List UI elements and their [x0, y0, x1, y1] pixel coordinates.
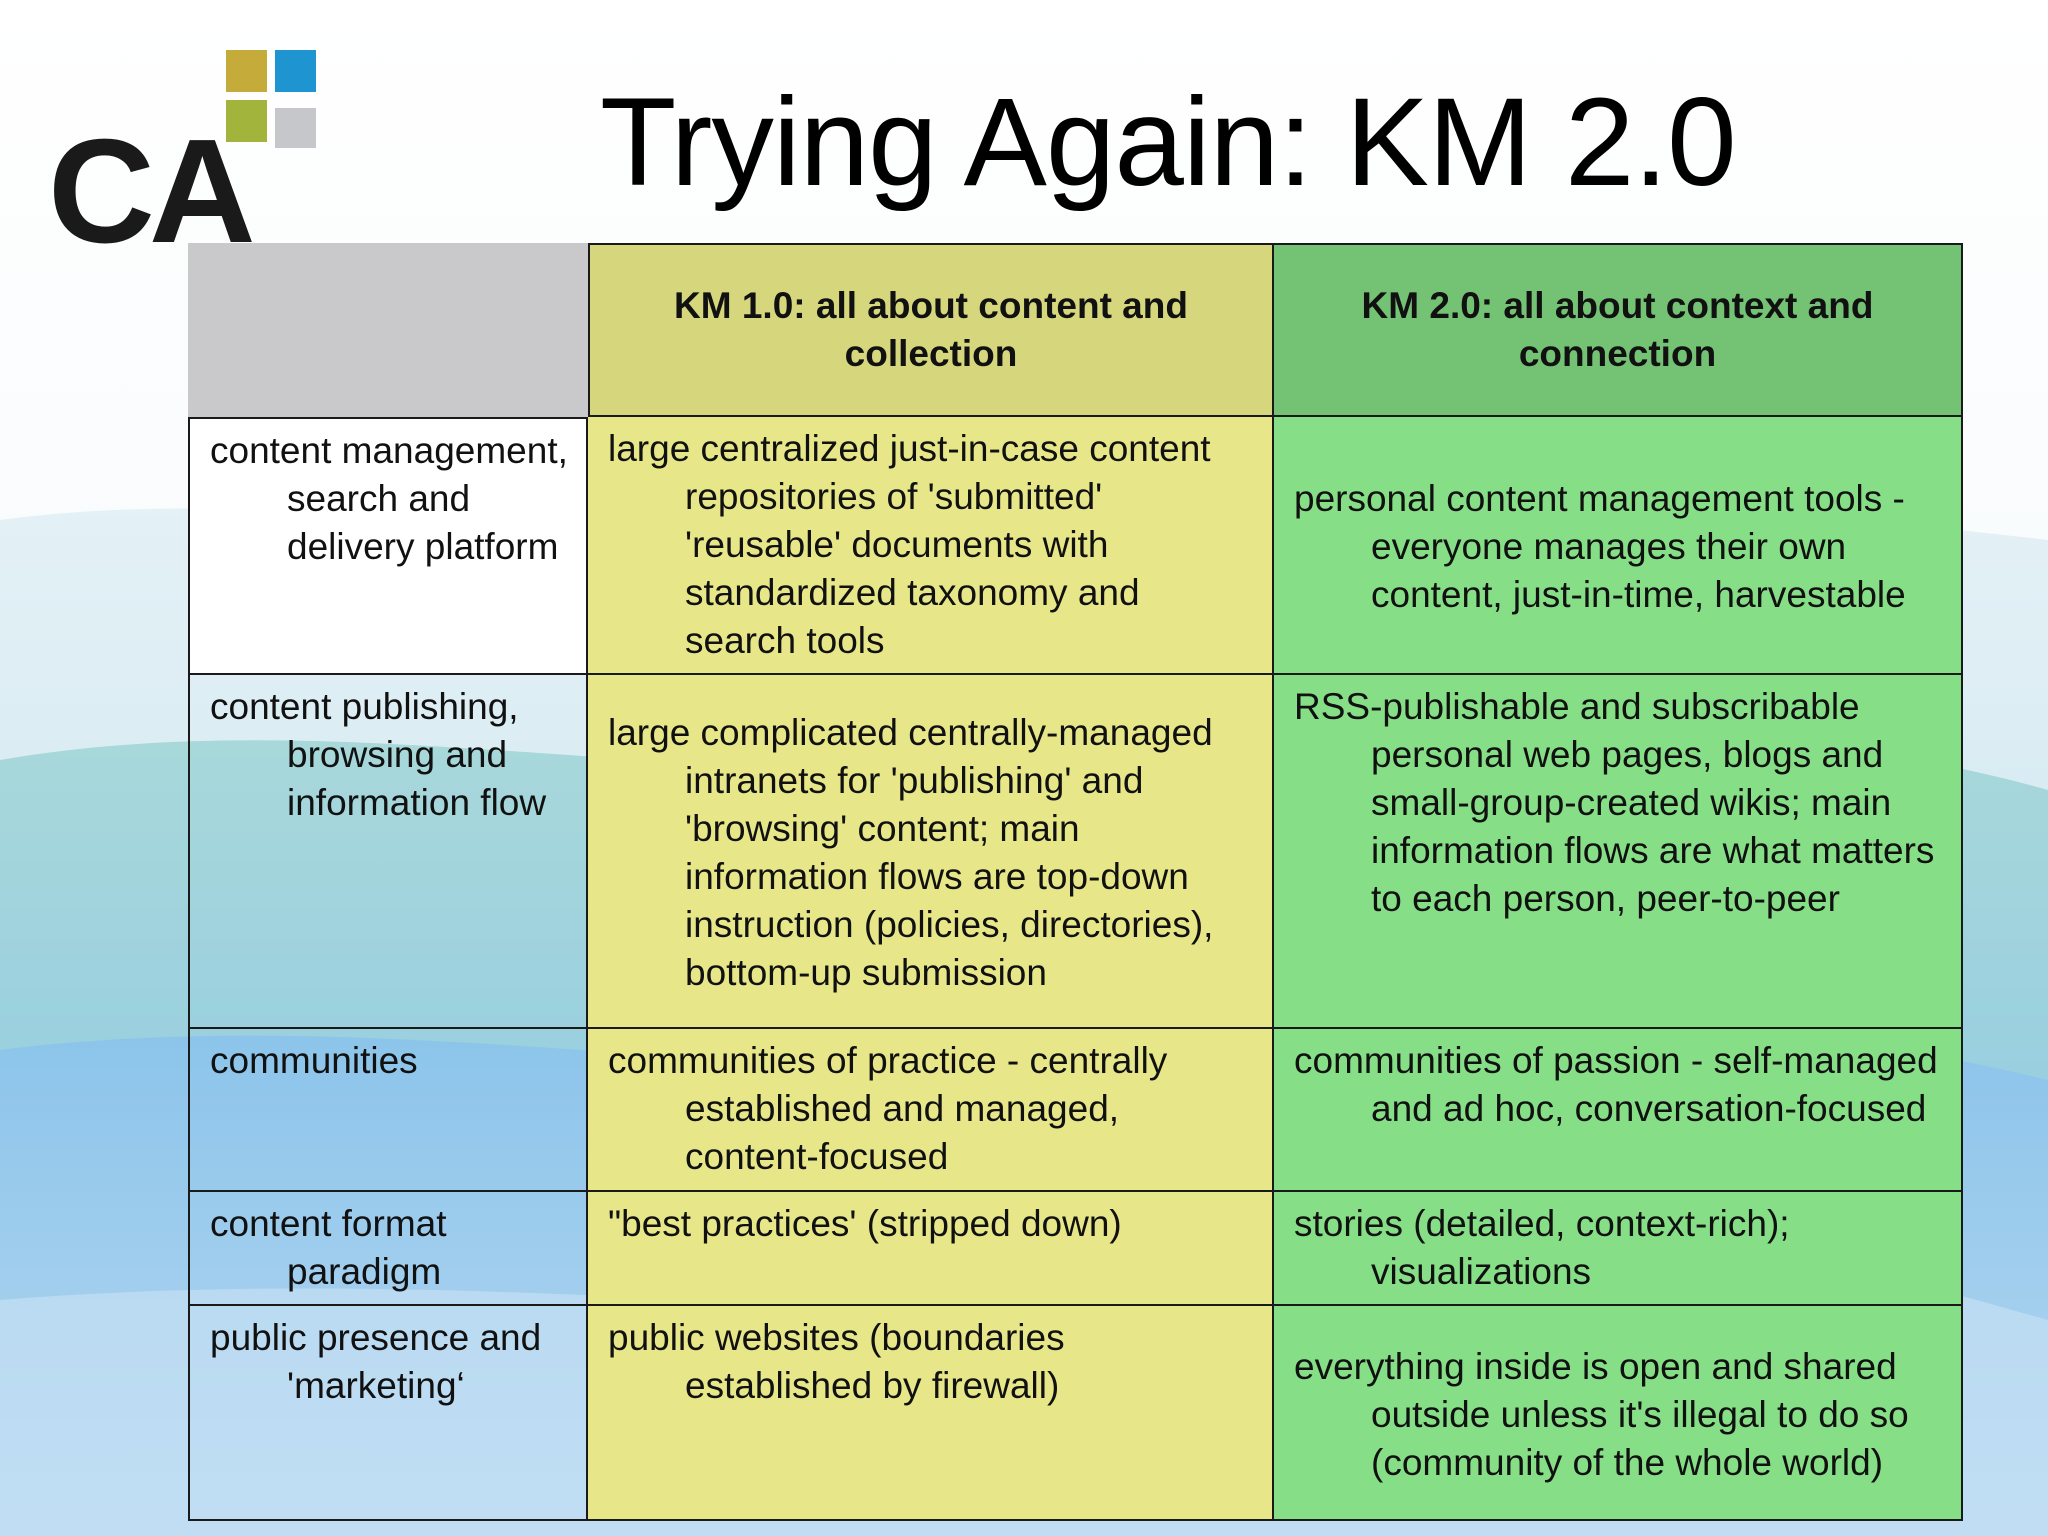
row-topic: content publishing, browsing and informa…: [188, 675, 588, 1029]
topic-text: content publishing, browsing and informa…: [210, 686, 547, 823]
km2-text: communities of passion - self-managed an…: [1294, 1040, 1938, 1129]
row-km1: communities of practice - centrally esta…: [588, 1029, 1274, 1192]
slide-title: Trying Again: KM 2.0: [600, 73, 1737, 212]
km1-text: communities of practice - centrally esta…: [608, 1040, 1168, 1177]
logo-square-gold: [226, 50, 267, 92]
logo-square-blue: [275, 50, 316, 92]
km1-text: public websites (boundaries established …: [608, 1317, 1065, 1406]
row-km1: public websites (boundaries established …: [588, 1306, 1274, 1521]
header-corner: [188, 243, 588, 417]
row-topic: public presence and 'marketing‘: [188, 1306, 588, 1521]
km1-text: large centralized just-in-case content r…: [608, 428, 1211, 661]
row-topic: content management, search and delivery …: [188, 417, 588, 675]
km2-text: everything inside is open and shared out…: [1294, 1345, 1909, 1483]
header-km2: KM 2.0: all about context and connection: [1274, 243, 1963, 417]
logo-square-gray: [275, 108, 316, 148]
topic-text: communities: [210, 1040, 418, 1081]
row-km2: everything inside is open and shared out…: [1274, 1306, 1963, 1521]
row-km2: stories (detailed, context-rich); visual…: [1274, 1192, 1963, 1306]
row-km2: personal content management tools - ever…: [1274, 417, 1963, 675]
km1-text: "best practices' (stripped down): [608, 1203, 1122, 1244]
row-km2: communities of passion - self-managed an…: [1274, 1029, 1963, 1192]
km2-text: RSS-publishable and subscribable persona…: [1294, 686, 1935, 919]
comparison-table: KM 1.0: all about content and collection…: [188, 243, 1963, 1523]
row-topic: communities: [188, 1029, 588, 1192]
logo-text: CA: [48, 109, 256, 274]
ca-logo: CA: [48, 50, 328, 266]
logo-square-olive: [226, 100, 267, 142]
row-km1: large complicated centrally-managed intr…: [588, 675, 1274, 1029]
topic-text: public presence and 'marketing‘: [210, 1317, 542, 1406]
row-km2: RSS-publishable and subscribable persona…: [1274, 675, 1963, 1029]
km1-text: large complicated centrally-managed intr…: [608, 712, 1214, 993]
row-km1: large centralized just-in-case content r…: [588, 417, 1274, 675]
km2-text: personal content management tools - ever…: [1294, 478, 1906, 615]
topic-text: content management, search and delivery …: [210, 430, 568, 567]
km2-text: stories (detailed, context-rich); visual…: [1294, 1203, 1790, 1292]
header-km1: KM 1.0: all about content and collection: [588, 243, 1274, 417]
row-km1: "best practices' (stripped down): [588, 1192, 1274, 1306]
row-topic: content format paradigm: [188, 1192, 588, 1306]
topic-text: content format paradigm: [210, 1203, 447, 1292]
